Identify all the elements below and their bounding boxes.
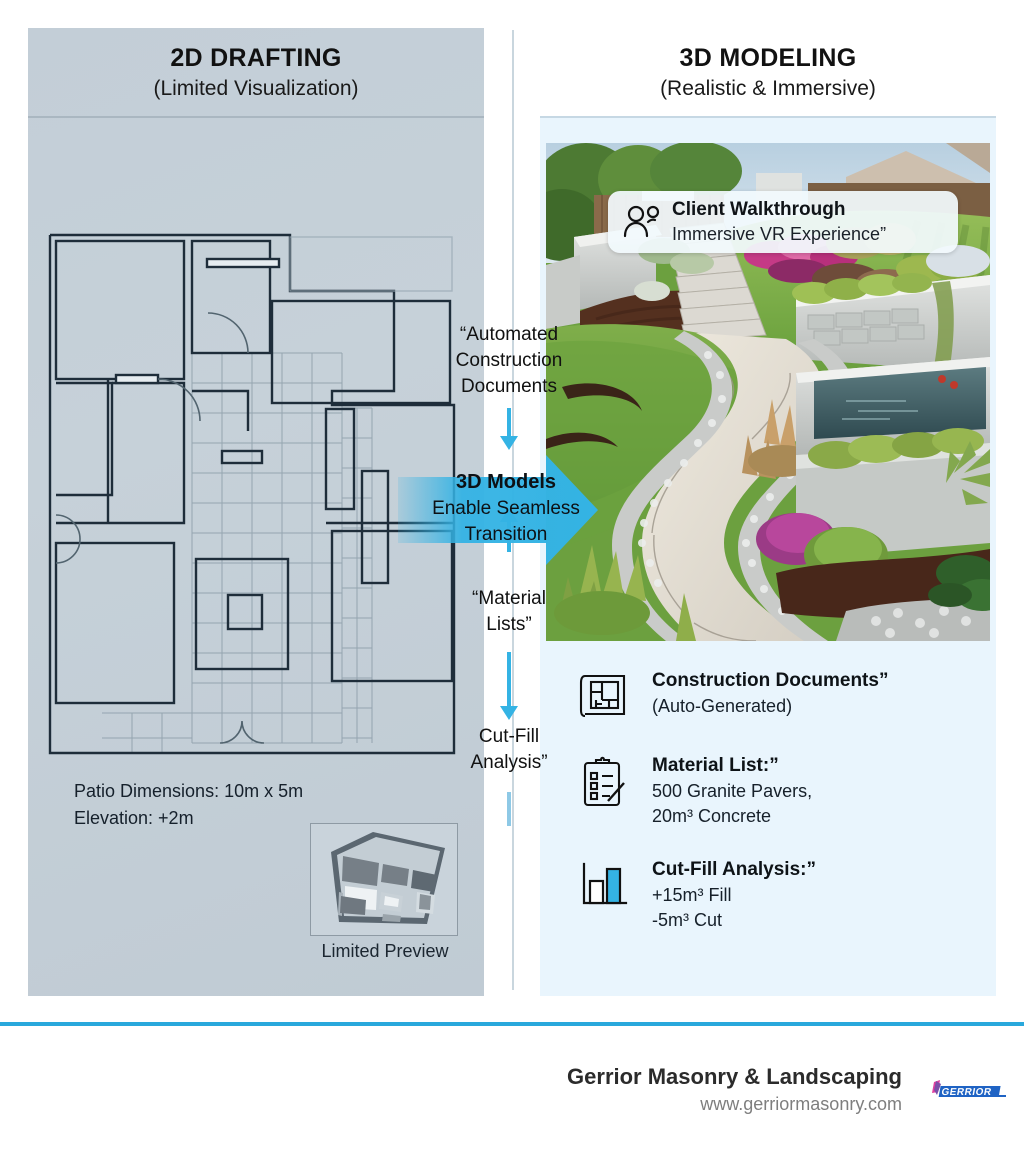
arrow-head-icon <box>500 508 518 522</box>
two-people-icon <box>622 204 668 240</box>
arrow-up-material <box>500 508 518 552</box>
transition-arrow-title: 3D Models <box>455 471 557 493</box>
right-panel-title: 3D MODELING <box>679 44 857 72</box>
feature-line: 500 Granite Pavers, <box>652 781 813 801</box>
transition-arrow-subtitle-line: Transition <box>464 524 548 545</box>
arrow-down-documents <box>500 408 518 450</box>
transition-arrow-label: 3D Models Enable Seamless Transition <box>410 468 602 548</box>
left-panel-title: 2D DRAFTING <box>170 44 342 72</box>
left-panel-header: 2D DRAFTING (Limited Visualization) <box>28 28 484 116</box>
arrow-shaft <box>507 408 511 436</box>
annotation-line: Documents <box>460 376 558 397</box>
annotation-line: Lists” <box>486 614 532 635</box>
badge-title: Client Walkthrough <box>672 199 846 220</box>
feature-line: 20m³ Concrete <box>652 806 772 826</box>
limited-preview-caption: Limited Preview <box>321 941 449 961</box>
annotation-line: “Automated <box>459 324 559 345</box>
arrow-shaft <box>507 652 511 706</box>
arrow-shaft <box>507 792 511 826</box>
right-panel-header: 3D MODELING (Realistic & Immersive) <box>540 28 996 116</box>
annotation-automated-construction-documents: “Automated Construction Documents <box>424 322 594 400</box>
feature-body: Material List:” 500 Granite Pavers, 20m³… <box>640 753 812 829</box>
clipboard-checklist-icon <box>578 753 640 829</box>
arrow-head-icon <box>500 706 518 720</box>
landscape-render-photo[interactable]: Client Walkthrough Immersive VR Experien… <box>546 143 990 641</box>
feature-title: Material List:” <box>652 755 779 776</box>
footer-website-url[interactable]: www.gerriormasonry.com <box>700 1094 902 1114</box>
badge-text-block: Client Walkthrough Immersive VR Experien… <box>668 198 886 246</box>
feature-line: -5m³ Cut <box>652 910 723 930</box>
right-header-divider <box>540 116 996 118</box>
feature-title: Construction Documents” <box>652 670 889 691</box>
left-panel-notes: Patio Dimensions: 10m x 5m Elevation: +2… <box>74 778 454 832</box>
feature-line: +15m³ Fill <box>652 885 732 905</box>
feature-line: (Auto-Generated) <box>652 696 793 716</box>
svg-text:GERRIOR: GERRIOR <box>940 1087 992 1098</box>
limited-preview-thumbnail[interactable] <box>310 823 458 936</box>
feature-list: Construction Documents” (Auto-Generated) <box>578 668 978 961</box>
arrow-down-cut-fill <box>500 652 518 720</box>
center-annotations: “Automated Construction Documents “Mater… <box>424 130 594 826</box>
feature-body: Cut-Fill Analysis:” +15m³ Fill -5m³ Cut <box>640 857 816 933</box>
footer-brand-name: Gerrior Masonry & Landscaping <box>567 1064 902 1089</box>
annotation-line: Analysis” <box>470 752 548 773</box>
blueprint-icon <box>578 668 640 725</box>
bar-chart-icon <box>578 857 640 933</box>
left-panel-subtitle: (Limited Visualization) <box>153 77 359 100</box>
annotation-line: Construction <box>455 350 563 371</box>
feature-title: Cut-Fill Analysis:” <box>652 859 816 880</box>
feature-construction-documents: Construction Documents” (Auto-Generated) <box>578 668 978 725</box>
isometric-floorplan-icon <box>311 824 457 935</box>
footer-divider <box>0 1022 1024 1026</box>
transition-arrow <box>398 455 598 565</box>
right-panel-3d-modeling: 3D MODELING (Realistic & Immersive) <box>540 28 996 996</box>
right-panel-subtitle: (Realistic & Immersive) <box>660 77 876 100</box>
arrow-head-icon <box>500 436 518 450</box>
annotation-line: “Material <box>472 588 546 609</box>
transition-arrow-subtitle-line: Enable Seamless <box>432 498 580 519</box>
patio-dimensions-text: Patio Dimensions: 10m x 5m <box>74 781 304 801</box>
arrow-down-tail <box>507 792 511 826</box>
arrow-shaft <box>507 522 511 552</box>
feature-cut-fill-analysis: Cut-Fill Analysis:” +15m³ Fill -5m³ Cut <box>578 857 978 933</box>
annotation-material-lists: “Material Lists” <box>424 586 594 638</box>
footer: Gerrior Masonry & Landscaping www.gerrio… <box>0 1050 1024 1150</box>
floor-plan-drawing <box>42 223 462 768</box>
feature-body: Construction Documents” (Auto-Generated) <box>640 668 888 725</box>
badge-subtitle: Immersive VR Experience” <box>672 224 887 244</box>
client-walkthrough-badge[interactable]: Client Walkthrough Immersive VR Experien… <box>608 191 958 253</box>
elevation-text: Elevation: +2m <box>74 808 194 828</box>
feature-material-list: Material List:” 500 Granite Pavers, 20m³… <box>578 753 978 829</box>
left-header-divider <box>28 116 484 118</box>
gerrior-logo: GERRIOR <box>928 1078 1008 1108</box>
annotation-cut-fill-analysis: Cut-Fill Analysis” <box>424 724 594 776</box>
annotation-line: Cut-Fill <box>478 726 540 747</box>
